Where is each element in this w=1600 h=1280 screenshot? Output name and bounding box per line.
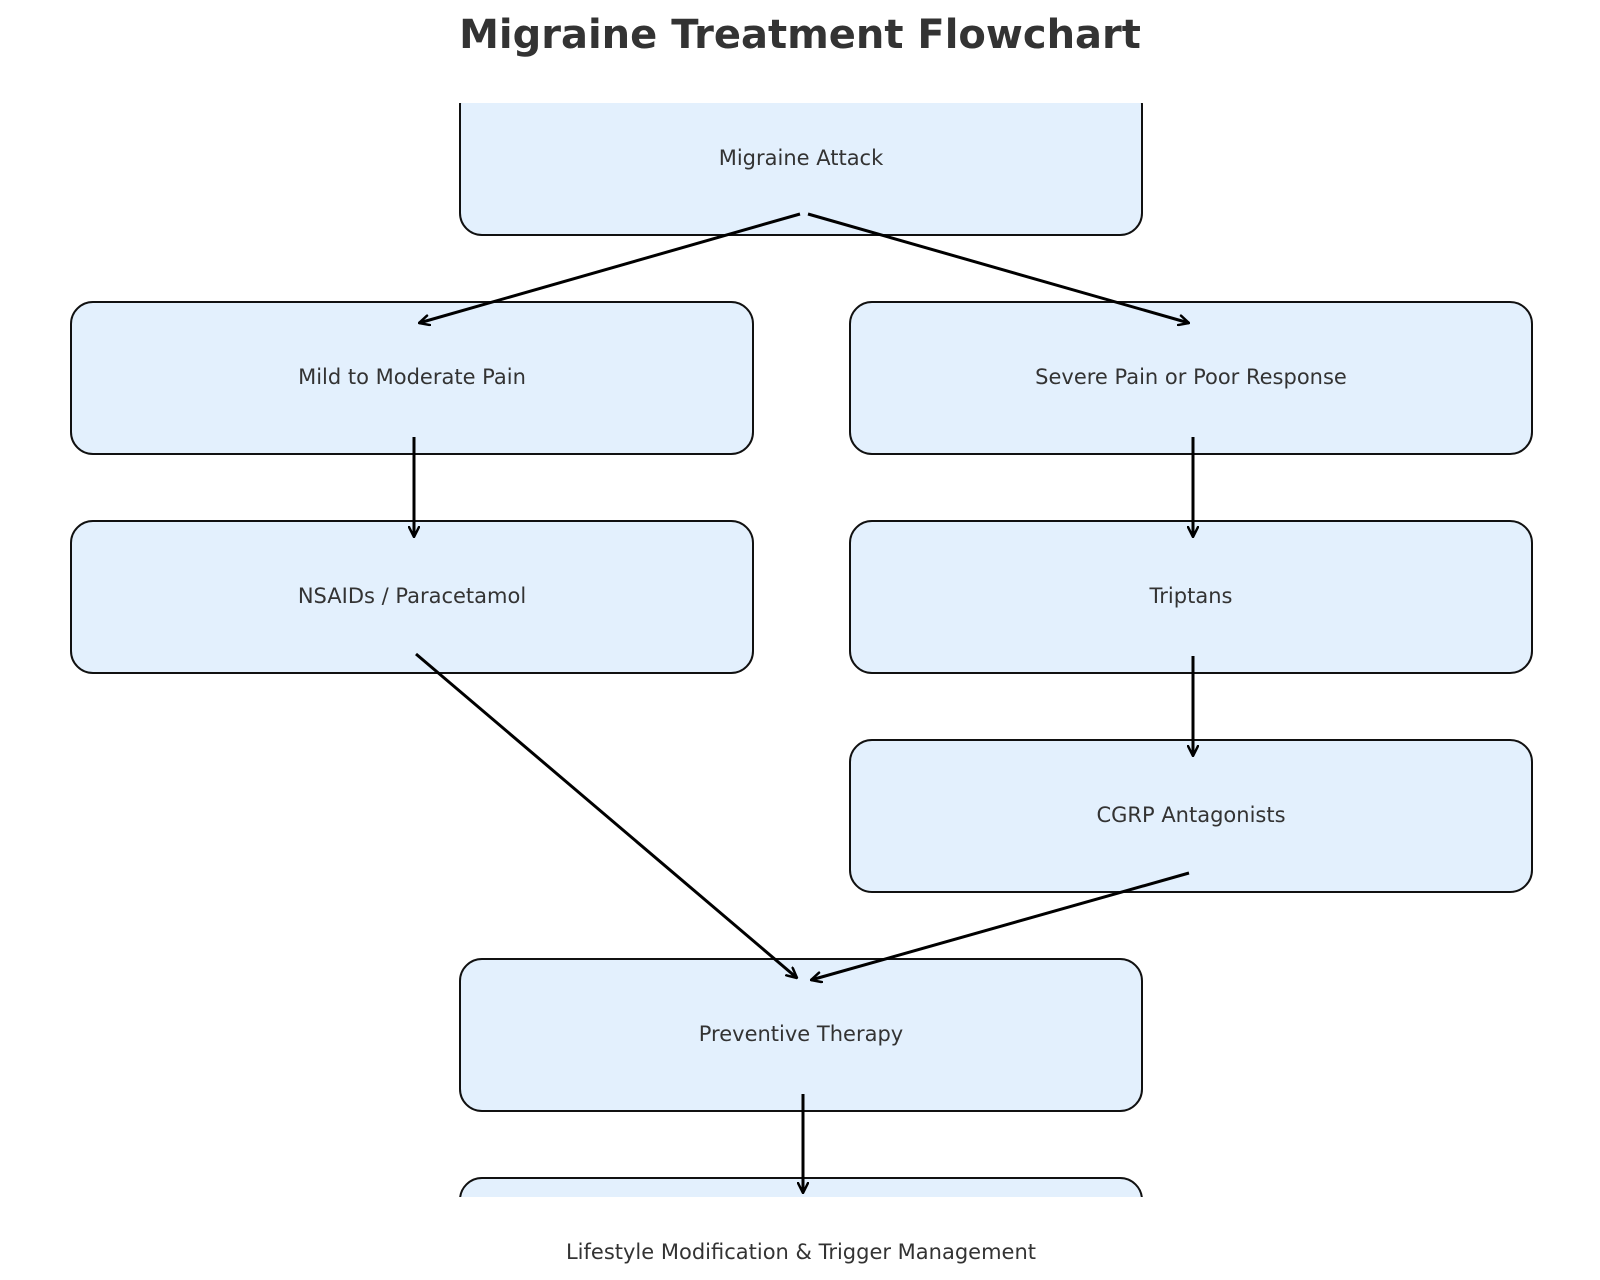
node-label-attack: Migraine Attack [719, 146, 884, 170]
node-box-lifestyle [459, 1177, 1143, 1197]
node-label-severe: Severe Pain or Poor Response [1035, 365, 1347, 389]
node-label-nsaids: NSAIDs / Paracetamol [298, 584, 526, 608]
diagram-title: Migraine Treatment Flowchart [459, 12, 1141, 58]
node-box-nsaids [70, 520, 754, 674]
node-box-mild [70, 301, 754, 455]
node-box-preventive [459, 958, 1143, 1112]
arrow-attack-to-mild [419, 212, 801, 323]
node-label-triptans: Triptans [1149, 584, 1233, 608]
edges-layer [414, 212, 1193, 1193]
node-box-cgrp [849, 739, 1533, 893]
node-box-triptans [849, 520, 1533, 674]
arrow-attack-to-severe [807, 212, 1189, 323]
node-box-severe [849, 301, 1533, 455]
node-box-attack [459, 103, 1143, 236]
node-label-lifestyle: Lifestyle Modification & Trigger Managem… [566, 1240, 1036, 1264]
node-label-cgrp: CGRP Antagonists [1096, 803, 1285, 827]
node-label-mild: Mild to Moderate Pain [298, 365, 526, 389]
arrow-cgrp-to-preventive [811, 871, 1190, 980]
nodes-layer [70, 103, 1533, 1197]
arrow-nsaids-to-preventive [415, 652, 797, 978]
node-label-preventive: Preventive Therapy [699, 1022, 903, 1046]
